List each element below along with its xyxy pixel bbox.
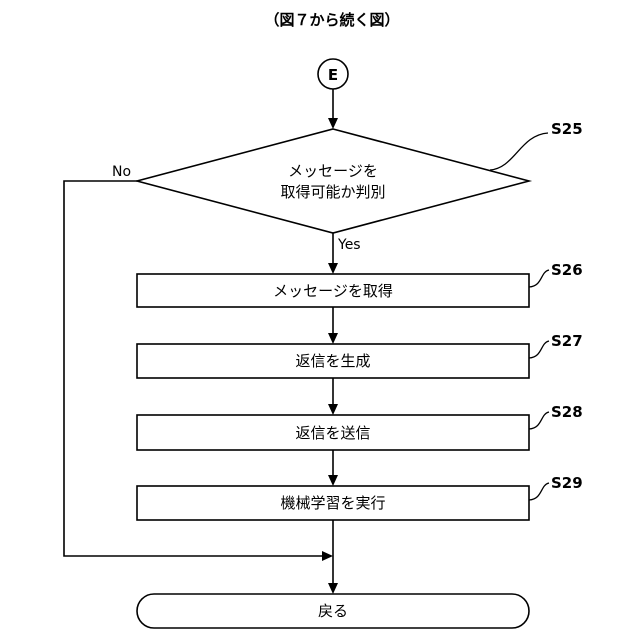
decision-text-line1: メッセージを [288, 162, 378, 180]
terminal-label: 戻る [318, 602, 348, 620]
arrowhead-no-merge [322, 551, 333, 561]
arrowhead-s27 [328, 333, 338, 344]
decision-diamond [137, 129, 529, 233]
arrowhead-decision [328, 118, 338, 129]
arrowhead-s26 [328, 263, 338, 274]
arrowhead-s28 [328, 404, 338, 415]
process-label-s27: 返信を生成 [295, 352, 370, 370]
leader-s25 [490, 133, 548, 170]
leader-s28 [529, 412, 549, 429]
step-id-s29: S29 [551, 474, 583, 492]
arrowhead-s29 [328, 475, 338, 486]
process-label-s28: 返信を送信 [295, 424, 370, 442]
step-id-s25: S25 [551, 120, 583, 138]
step-id-s26: S26 [551, 261, 583, 279]
step-id-s28: S28 [551, 403, 583, 421]
leader-s29 [529, 483, 549, 500]
no-label: No [112, 164, 131, 180]
arrowhead-terminal [328, 583, 338, 594]
connector-label: E [328, 66, 338, 84]
process-label-s29: 機械学習を実行 [280, 494, 385, 512]
leader-s27 [529, 341, 549, 358]
leader-s26 [529, 270, 549, 287]
figure-caption: （図７から続く図） [264, 11, 399, 29]
process-label-s26: メッセージを取得 [273, 282, 393, 300]
decision-text-line2: 取得可能か判別 [280, 183, 385, 201]
yes-label: Yes [337, 237, 361, 253]
step-id-s27: S27 [551, 332, 583, 350]
